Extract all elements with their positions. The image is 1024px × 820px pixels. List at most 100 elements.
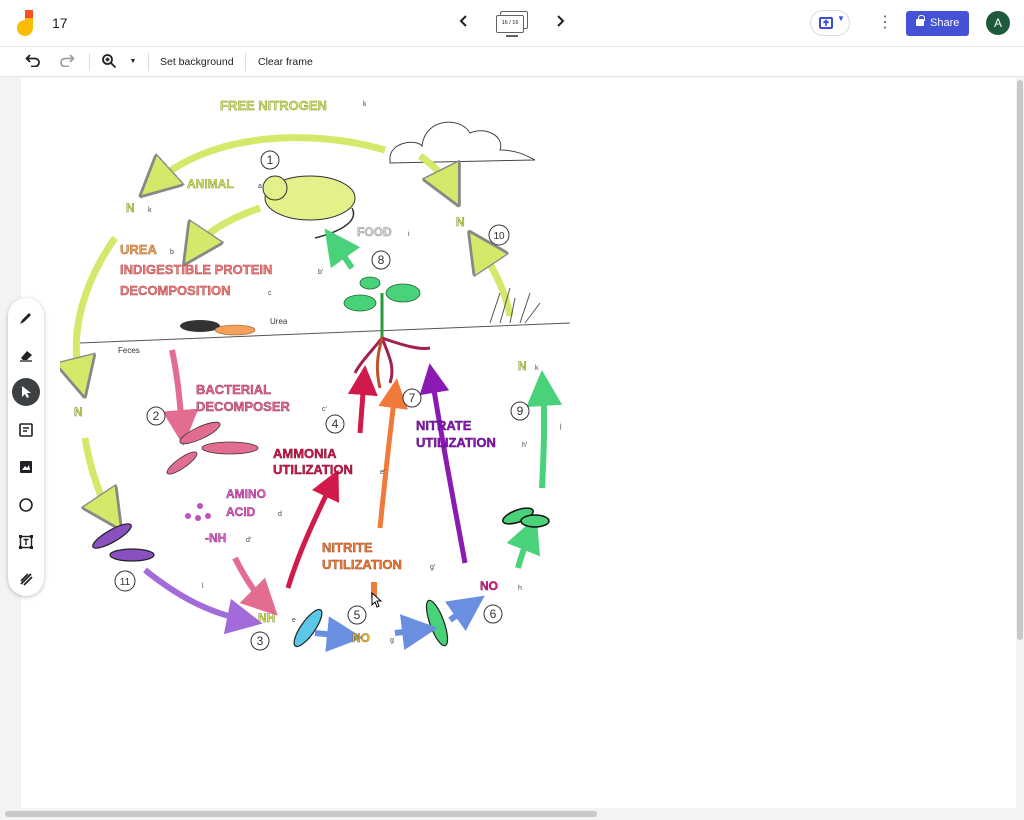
image-icon [20,461,32,473]
arrow-free-nitrogen-to-animal [155,134,386,183]
label-amino: AMINO [226,487,266,501]
letter-c1: c' [322,406,327,413]
arrow-bacteria-11-to-nh3 [143,567,263,635]
arrow-bacteria-to-no3 [444,595,485,632]
nitrogen-cycle-image[interactable]: FREE NITROGEN ANIMAL FOOD UREA INDIGESTI… [60,88,590,668]
chevron-right-icon [557,15,565,27]
eraser-icon [20,351,32,362]
letter-d: d [278,511,282,518]
pen-tool[interactable] [12,304,40,332]
next-frame-button[interactable] [549,12,571,34]
arrow-nh3-to-no2 [314,616,363,653]
laser-tool[interactable] [12,565,40,593]
chevron-left-icon [459,15,467,27]
label-feces: Feces [118,346,140,355]
jamboard-logo[interactable] [14,10,38,38]
sticky-note-icon [19,423,33,437]
arrow-no3-to-bacteria [506,516,541,569]
label-n2-top-left: N [126,201,135,215]
vertical-scrollbar[interactable] [1016,78,1024,808]
letter-j: j [559,423,562,430]
label-ammonia: AMMONIA [273,446,337,461]
letter-b1: b' [318,269,323,276]
arrow-ammonia-to-root [347,365,378,434]
top-bar: 17 16 / 16 ▼ ⋮ Share A [0,0,1024,47]
label-acid: ACID [226,505,256,519]
clear-frame-button[interactable]: Clear frame [258,56,313,68]
mouse-cursor-icon [371,592,383,608]
label-no3: NO [480,579,498,593]
label-ammonia-utilization: UTILIZATION [273,462,353,477]
letter-h: h [518,585,522,592]
step-8: 8 [378,253,385,267]
label-nh2: -NH [205,531,226,545]
ground-line [79,322,571,344]
arrow-n2-10-up [480,248,514,317]
frame-counter: 16 / 16 [496,15,524,33]
label-n2-right: N [456,215,465,229]
label-bacterial: BACTERIAL [196,382,271,397]
arrow-no2-to-bacteria [394,614,438,651]
sticky-note-tool[interactable] [12,416,40,444]
label-urea: UREA [120,242,157,257]
circle-tool[interactable] [12,491,40,519]
letter-k-n2: k [148,207,152,214]
label-indigestible-protein: INDIGESTIBLE PROTEIN [120,262,272,277]
step-2: 2 [153,409,160,423]
zoom-in-icon [102,54,117,69]
grass-drawing [489,287,541,324]
more-options-button[interactable]: ⋮ [877,14,893,31]
laser-pointer-icon [20,573,33,586]
letter-b: b [170,249,174,256]
pen-icon [20,313,31,324]
step-7: 7 [409,391,416,405]
cloud-drawing [389,121,536,164]
arrow-n2-9-up [526,370,563,489]
arrow-n2-to-bacteria-11 [85,437,110,513]
share-button[interactable]: Share [906,11,969,36]
set-background-button[interactable]: Set background [160,56,234,68]
arrow-nitrite-utilization [377,378,409,529]
step-4: 4 [332,417,339,431]
eraser-tool[interactable] [12,341,40,369]
step-1: 1 [267,153,274,167]
step-10: 10 [493,231,505,242]
step-6: 6 [490,607,497,621]
previous-frame-button[interactable] [453,12,475,34]
horizontal-scrollbar[interactable] [0,808,1024,820]
undo-button[interactable] [24,53,42,71]
tool-palette [8,298,44,596]
arrow-n2-left-down [76,235,118,378]
label-decomposer: DECOMPOSER [196,399,291,414]
step-5: 5 [354,608,361,622]
label-nitrite-utilization: UTILIZATION [322,557,402,572]
add-image-tool[interactable] [12,453,40,481]
letter-k-9: k [535,365,539,372]
text-box-icon [19,535,33,549]
dropdown-caret-icon: ▼ [837,14,845,23]
label-nitrate: NITRATE [416,418,472,433]
cast-button[interactable]: ▼ [810,10,850,36]
redo-icon [60,54,75,68]
plant-roots [353,336,431,384]
label-animal: ANIMAL [187,177,234,191]
label-nitrite: NITRITE [322,540,373,555]
label-n2-9: N [518,359,527,373]
label-nitrate-utilization: UTILIZATION [416,435,496,450]
label-food: FOOD [357,225,392,239]
letter-g: g [390,637,394,644]
jam-title[interactable]: 17 [52,15,68,31]
cursor-arrow-icon [22,386,31,398]
select-tool[interactable] [12,378,40,406]
text-box-tool[interactable] [12,528,40,556]
label-decomposition: DECOMPOSITION [120,283,231,298]
zoom-dropdown-icon[interactable]: ▼ [129,58,137,65]
arrow-root-to-food [324,228,361,270]
redo-button[interactable] [58,53,76,71]
letter-g1: g' [430,564,435,571]
letter-i: i [408,231,410,238]
letter-e: e [292,617,296,624]
zoom-button[interactable] [100,53,118,71]
frame-bar-button[interactable]: 16 / 16 [494,11,530,37]
account-avatar[interactable]: A [986,11,1010,35]
